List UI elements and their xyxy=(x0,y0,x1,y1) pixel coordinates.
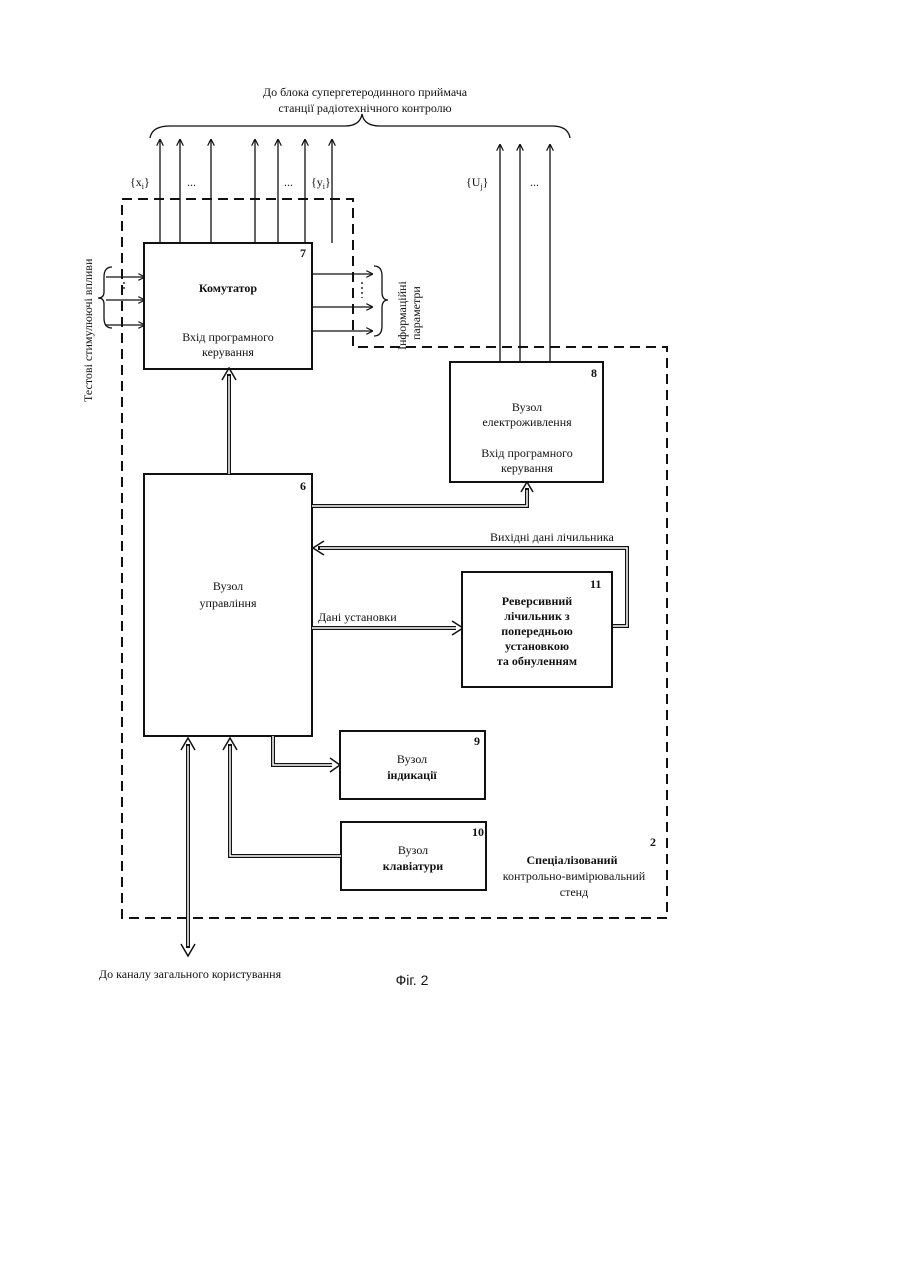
commutator-block: 7 Комутатор Вхід програмного керування xyxy=(144,243,312,369)
indication-block: 9 Вузол індикації xyxy=(340,731,485,799)
counter-block: 11 Реверсивний лічильник з попередньою у… xyxy=(462,572,612,687)
signal-u-label: {Uj} xyxy=(466,175,488,191)
top-label-line1: До блока супергетеродинного приймача xyxy=(263,85,468,99)
right-info-label-line1: Інформаційні xyxy=(395,281,409,350)
signal-y-label: {yi} xyxy=(311,175,331,191)
stand-number: 2 xyxy=(650,835,656,849)
commutator-title: Комутатор xyxy=(199,281,258,295)
top-brace xyxy=(150,114,570,138)
signal-dots-1: ... xyxy=(187,175,196,189)
power-sub1: Вхід програмного xyxy=(481,446,573,460)
keyboard-block: 10 Вузол клавіатури xyxy=(341,822,486,890)
bottom-channel-label: До каналу загального користування xyxy=(99,967,282,981)
commutator-number: 7 xyxy=(300,246,306,260)
keyboard-title1: Вузол xyxy=(398,843,428,857)
control-title1: Вузол xyxy=(213,579,243,593)
control-to-commutator-arrow xyxy=(222,368,236,474)
stand-line2: контрольно-вимірювальний xyxy=(503,869,646,883)
figure-caption: Фіг. 2 xyxy=(396,972,429,988)
left-side-label: Тестові стимулюючі впливи xyxy=(81,258,95,402)
counter-line1: Реверсивний xyxy=(502,594,573,608)
signal-dots-2: ... xyxy=(284,175,293,189)
indication-number: 9 xyxy=(474,734,480,748)
left-input-arrows xyxy=(106,277,144,325)
info-param-arrows xyxy=(312,274,372,331)
stand-line1: Спеціалізований xyxy=(526,853,617,867)
left-input-brace xyxy=(98,267,112,328)
channel-bidirectional-arrow xyxy=(181,738,195,956)
commutator-sub2: керування xyxy=(202,345,254,359)
keyboard-number: 10 xyxy=(472,825,484,839)
counter-line5: та обнуленням xyxy=(497,654,577,668)
power-title2: електроживлення xyxy=(482,415,572,429)
setup-data-label: Дані установки xyxy=(318,610,397,624)
keyboard-title2: клавіатури xyxy=(383,859,444,873)
power-number: 8 xyxy=(591,366,597,380)
signal-dots-3: ... xyxy=(530,175,539,189)
power-sub2: керування xyxy=(501,461,553,475)
counter-line4: установкою xyxy=(505,639,569,653)
indication-title2: індикації xyxy=(387,768,437,782)
counter-line3: попередньою xyxy=(501,624,573,638)
control-block: 6 Вузол управління xyxy=(144,474,312,736)
indication-title1: Вузол xyxy=(397,752,427,766)
power-supply-block: 8 Вузол електроживлення Вхід програмного… xyxy=(450,362,603,482)
control-to-power-arrow xyxy=(312,482,533,506)
control-title2: управління xyxy=(200,596,257,610)
counter-line2: лічильник з xyxy=(504,609,570,623)
commutator-sub1: Вхід програмного xyxy=(182,330,274,344)
right-info-label-line2: параметри xyxy=(409,286,423,340)
right-info-brace xyxy=(374,266,388,336)
top-label-line2: станції радіотехнічного контролю xyxy=(278,101,451,115)
signal-x-label: {xi} xyxy=(130,175,150,191)
keyboard-to-control-arrow xyxy=(223,738,341,856)
counter-number: 11 xyxy=(590,577,601,591)
stand-line3: стенд xyxy=(560,885,588,899)
control-number: 6 xyxy=(300,479,306,493)
counter-output-label: Вихідні дані лічильника xyxy=(490,530,615,544)
power-title1: Вузол xyxy=(512,400,542,414)
control-to-indication-arrow xyxy=(273,736,340,772)
